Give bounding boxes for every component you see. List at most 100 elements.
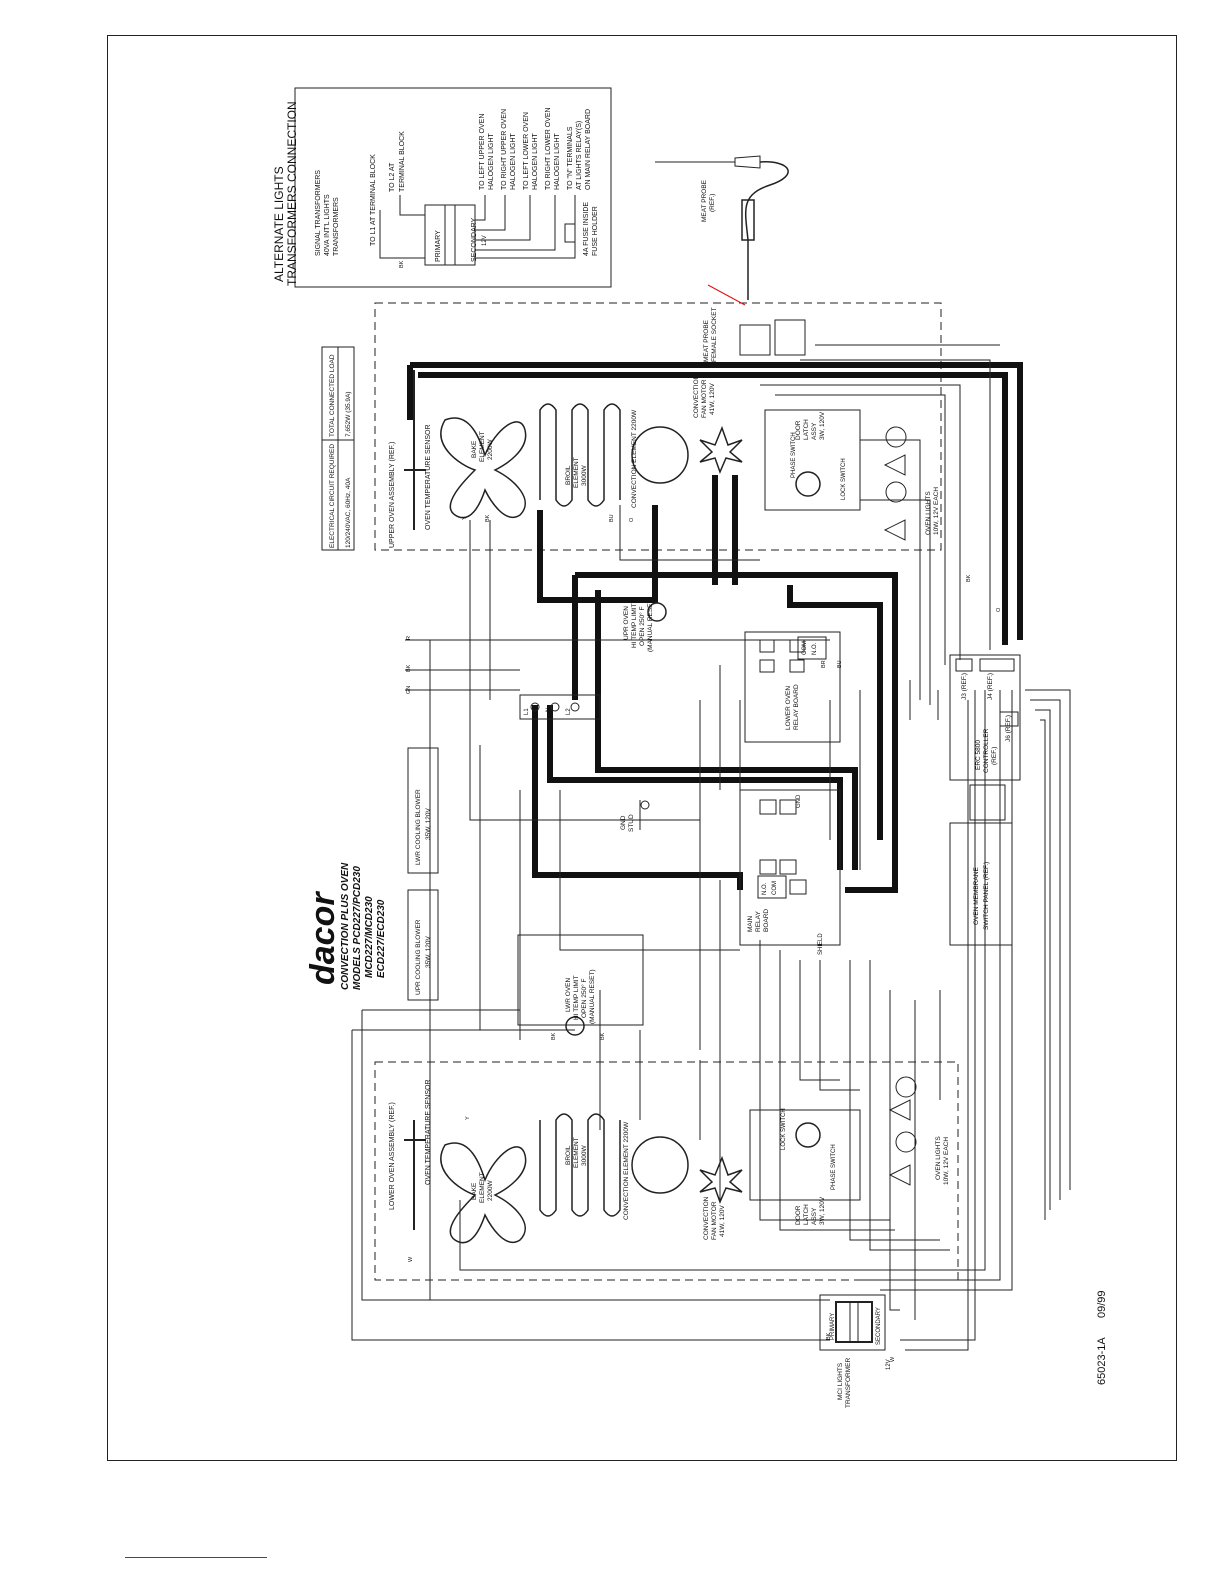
signal-transformer xyxy=(424,204,476,266)
terminal-block: L1 N L2 xyxy=(519,694,601,720)
svg-text:HALOGEN LIGHT: HALOGEN LIGHT xyxy=(510,132,517,190)
svg-text:SHIELD: SHIELD xyxy=(818,933,824,955)
svg-text:ASSY: ASSY xyxy=(811,422,818,440)
svg-text:PRIMARY: PRIMARY xyxy=(830,1313,836,1340)
lower-fan-motor xyxy=(699,1155,743,1205)
svg-text:LOCK SWITCH: LOCK SWITCH xyxy=(781,1108,787,1150)
svg-text:35W, 120V: 35W, 120V xyxy=(425,808,432,840)
svg-text:DOOR: DOOR xyxy=(795,420,802,440)
svg-text:12V: 12V xyxy=(886,1359,892,1370)
svg-text:10W, 12V EACH: 10W, 12V EACH xyxy=(943,1137,950,1185)
main-relay-board: N.O. COM MAIN RELAY BOARD SHIELD GND xyxy=(739,789,841,955)
fuse-holder xyxy=(564,223,576,243)
svg-text:PHASE SWITCH: PHASE SWITCH xyxy=(831,1144,837,1190)
svg-text:CONVECTION: CONVECTION xyxy=(703,1196,710,1240)
alternate-lights-box: ALTERNATE LIGHTS TRANSFORMERS CONNECTION… xyxy=(272,87,612,288)
svg-text:12V: 12V xyxy=(482,235,488,246)
document-number: 65023-1A 09/99 xyxy=(1096,1290,1108,1385)
svg-text:BU: BU xyxy=(609,514,615,522)
svg-text:ELEMENT: ELEMENT xyxy=(573,457,580,488)
svg-text:BK: BK xyxy=(399,260,405,268)
svg-text:BAKE: BAKE xyxy=(471,440,478,458)
svg-text:UPR OVEN: UPR OVEN xyxy=(623,606,630,640)
membrane-switch-panel: OVEN MEMBRANE SWITCH PANEL (REF.) xyxy=(949,822,1013,946)
svg-text:BOARD: BOARD xyxy=(763,909,770,932)
svg-text:(MANUAL RESET): (MANUAL RESET) xyxy=(589,969,596,1024)
svg-text:GN: GN xyxy=(406,686,412,694)
svg-text:41W, 120V: 41W, 120V xyxy=(719,1205,726,1237)
svg-text:CONTROLLER: CONTROLLER xyxy=(983,728,990,773)
svg-text:COM: COM xyxy=(802,641,808,655)
svg-text:TO LEFT UPPER OVEN: TO LEFT UPPER OVEN xyxy=(479,114,486,190)
svg-text:CONVECTION: CONVECTION xyxy=(693,374,700,418)
svg-text:LOWER OVEN: LOWER OVEN xyxy=(785,686,792,730)
lower-cooling-blower: LWR COOLING BLOWER 35W, 120V xyxy=(407,747,439,874)
mci-lights-transformer: PRIMARY SECONDARY 12V MCI LIGHTS TRANSFO… xyxy=(819,1294,892,1408)
svg-text:HALOGEN LIGHT: HALOGEN LIGHT xyxy=(488,132,495,190)
lower-broil-element xyxy=(539,1113,621,1217)
svg-text:LOCK SWITCH: LOCK SWITCH xyxy=(841,458,847,500)
svg-text:BK: BK xyxy=(966,574,972,582)
svg-text:J6 (REF.): J6 (REF.) xyxy=(1005,715,1012,742)
svg-text:LOWER OVEN ASSEMBLY (REF.): LOWER OVEN ASSEMBLY (REF.) xyxy=(389,1102,396,1210)
erc-controller: J3 (REF.) J4 (REF.) J6 (REF.) ERC 5800 C… xyxy=(949,654,1021,821)
svg-text:OPEN 250° F: OPEN 250° F xyxy=(580,979,588,1018)
svg-text:HALOGEN LIGHT: HALOGEN LIGHT xyxy=(532,132,539,190)
svg-text:TO RIGHT LOWER OVEN: TO RIGHT LOWER OVEN xyxy=(545,107,552,190)
svg-text:41W, 120V: 41W, 120V xyxy=(709,383,716,415)
svg-text:DOOR: DOOR xyxy=(795,1205,802,1225)
svg-text:BK: BK xyxy=(600,1032,606,1040)
upper-broil-element xyxy=(539,403,621,507)
svg-text:W: W xyxy=(408,1256,414,1262)
upper-oven-assembly: UPPER OVEN ASSEMBLY (REF.) OVEN TEMPERAT… xyxy=(374,302,942,551)
svg-text:L2: L2 xyxy=(566,708,572,715)
lower-hi-temp-limit: LWR OVEN HI TEMP LIMIT OPEN 250° F (MANU… xyxy=(517,934,644,1036)
svg-text:4A FUSE INSIDE: 4A FUSE INSIDE xyxy=(583,202,590,256)
svg-text:N.O.: N.O. xyxy=(812,642,818,655)
ground-stud: GND STUD xyxy=(620,800,650,832)
svg-text:GND: GND xyxy=(620,815,627,830)
svg-text:J4 (REF.): J4 (REF.) xyxy=(987,673,994,700)
svg-text:FUSE HOLDER: FUSE HOLDER xyxy=(592,206,599,256)
svg-text:GND: GND xyxy=(796,794,802,808)
svg-text:BROIL: BROIL xyxy=(565,465,572,485)
svg-text:TERMINAL BLOCK: TERMINAL BLOCK xyxy=(399,131,406,192)
meat-probe: MEAT PROBE (REF.) MEAT PROBE FEMALE SOCK… xyxy=(655,155,806,362)
svg-text:OPEN 250° F: OPEN 250° F xyxy=(638,607,646,646)
wire-color-tags: BK Y BK BU O R BK GN O BK BR BU BK BK Y … xyxy=(399,260,1002,1362)
svg-text:FAN MOTOR: FAN MOTOR xyxy=(701,379,708,418)
svg-text:ERC 5800: ERC 5800 xyxy=(975,740,982,770)
svg-text:MEAT PROBE: MEAT PROBE xyxy=(701,179,708,222)
svg-text:(MANUAL RESET): (MANUAL RESET) xyxy=(647,597,654,652)
heavy-wires xyxy=(407,362,1023,893)
svg-text:N.O.: N.O. xyxy=(762,882,768,895)
upper-convection-element xyxy=(631,426,689,484)
svg-text:PRIMARY: PRIMARY xyxy=(435,230,442,262)
svg-text:10W, 12V EACH: 10W, 12V EACH xyxy=(933,487,940,535)
svg-text:OVEN TEMPERATURE SENSOR: OVEN TEMPERATURE SENSOR xyxy=(425,424,432,530)
svg-text:CONVECTION ELEMENT 2200W: CONVECTION ELEMENT 2200W xyxy=(631,409,638,508)
svg-text:2200W: 2200W xyxy=(487,1180,494,1201)
svg-text:HI TEMP LIMIT: HI TEMP LIMIT xyxy=(631,603,638,648)
svg-text:TOTAL CONNECTED LOAD: TOTAL CONNECTED LOAD xyxy=(329,354,336,437)
svg-text:N: N xyxy=(546,708,552,712)
brand-logo: dacor xyxy=(304,891,342,985)
thin-wires xyxy=(351,344,1071,1351)
title-line2: MODELS PCD227/PCD230 xyxy=(352,866,363,990)
svg-text:ELEMENT: ELEMENT xyxy=(479,431,486,462)
upper-fan-motor xyxy=(699,425,743,475)
page-border xyxy=(107,35,1177,1461)
svg-text:3000W: 3000W xyxy=(581,465,588,486)
upper-cooling-blower: UPR COOLING BLOWER 35W, 120V xyxy=(407,889,439,1001)
svg-text:O: O xyxy=(629,517,635,522)
svg-text:TO LEFT LOWER OVEN: TO LEFT LOWER OVEN xyxy=(523,112,530,190)
footer-link-underline[interactable] xyxy=(125,1557,267,1558)
svg-text:LWR COOLING BLOWER: LWR COOLING BLOWER xyxy=(415,789,422,865)
lower-oven-relay-board: COM N.O. LOWER OVEN RELAY BOARD xyxy=(744,631,841,743)
svg-text:OVEN LIGHTS: OVEN LIGHTS xyxy=(935,1136,942,1180)
svg-text:TO "N" TERMINALS: TO "N" TERMINALS xyxy=(567,126,574,190)
svg-text:(REF.): (REF.) xyxy=(991,747,998,765)
svg-text:65023-1A: 65023-1A xyxy=(1096,1337,1108,1385)
svg-text:RELAY: RELAY xyxy=(755,911,762,932)
